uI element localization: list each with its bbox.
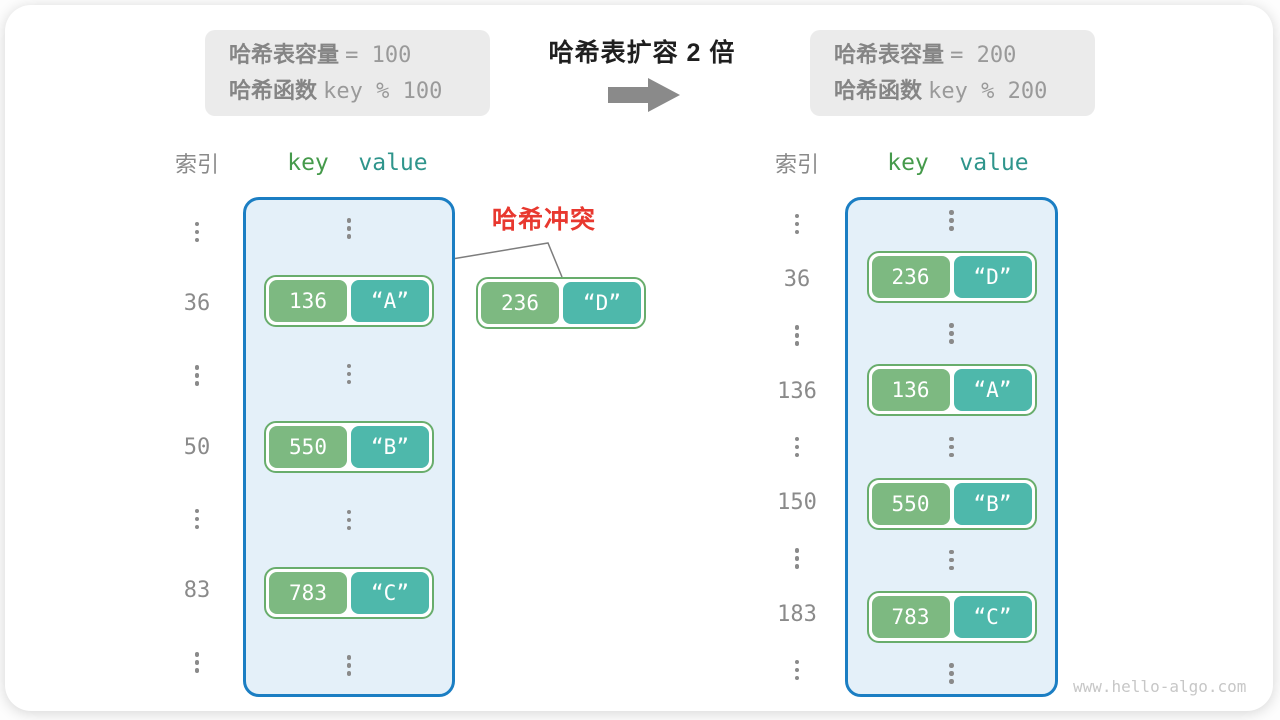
ellipsis-icon [949, 549, 954, 571]
capacity-value: = 200 [950, 42, 1017, 68]
index-label: 183 [777, 601, 817, 627]
expand-title: 哈希表扩容 2 倍 [548, 39, 736, 67]
right-value-header: value [959, 150, 1029, 176]
ellipsis-icon [949, 323, 954, 344]
hash-function-value: key % 100 [323, 78, 443, 104]
right-arrow-icon [608, 78, 680, 112]
ellipsis-icon [194, 221, 200, 242]
hash-collision-label: 哈希冲突 [492, 206, 597, 234]
pair-136-A: 136 “A” [264, 275, 434, 328]
ellipsis-icon [794, 659, 800, 681]
ellipsis-icon [949, 436, 954, 458]
right-index-header: 索引 [774, 152, 819, 177]
hash-function-label: 哈希函数 [834, 77, 923, 103]
left-value-header: value [358, 150, 428, 176]
index-label: 36 [183, 291, 211, 316]
watermark: www.hello-algo.com [1073, 677, 1247, 696]
left-index-column: 36 50 83 [167, 197, 227, 697]
capacity-box-after: 哈希表容量 = 200 哈希函数 key % 200 [810, 30, 1095, 116]
capacity-line: 哈希表容量 = 200 [834, 40, 1095, 71]
hash-function-line: 哈希函数 key % 100 [229, 76, 490, 107]
key-cell: 550 [269, 425, 347, 468]
ellipsis-icon [794, 213, 800, 235]
index-label: 50 [183, 434, 211, 460]
key-cell: 236 [481, 282, 559, 324]
pair-783-C: 783 “C” [264, 566, 434, 619]
value-cell: “B” [953, 482, 1032, 525]
index-label: 36 [783, 267, 811, 293]
pair-550-B: 550 “B” [264, 420, 434, 473]
ellipsis-icon [794, 436, 800, 458]
right-key-header: key [887, 150, 929, 176]
hash-function-value: key % 200 [928, 78, 1048, 104]
capacity-label: 哈希表容量 [834, 41, 945, 67]
key-cell: 550 [871, 482, 950, 525]
pair-783-C: 783 “C” [866, 590, 1037, 643]
ellipsis-icon [194, 365, 200, 386]
pair-236-D: 236 “D” [866, 251, 1037, 304]
value-cell: “D” [563, 282, 641, 324]
index-label: 136 [777, 378, 817, 404]
ellipsis-icon [194, 652, 200, 673]
ellipsis-icon [346, 218, 352, 239]
key-cell: 783 [871, 595, 950, 638]
ellipsis-icon [346, 509, 352, 531]
ellipsis-icon [346, 363, 352, 385]
ellipsis-icon [794, 548, 800, 569]
index-label: 83 [183, 578, 211, 603]
pair-136-A: 136 “A” [866, 364, 1037, 417]
diagram-card [5, 5, 1273, 711]
value-cell: “C” [351, 571, 429, 614]
left-key-header: key [287, 150, 329, 176]
value-cell: “A” [351, 280, 429, 323]
capacity-label: 哈希表容量 [229, 41, 340, 67]
key-cell: 136 [269, 280, 347, 323]
ellipsis-icon [194, 508, 200, 529]
value-cell: “B” [351, 425, 429, 468]
ellipsis-icon [346, 655, 352, 676]
ellipsis-icon [949, 210, 954, 231]
key-cell: 236 [871, 256, 950, 299]
left-bucket-array: 136 “A” 550 “B” 783 “C” [243, 197, 455, 697]
capacity-line: 哈希表容量 = 100 [229, 40, 490, 71]
capacity-value: = 100 [345, 42, 412, 68]
capacity-box-before: 哈希表容量 = 100 哈希函数 key % 100 [205, 30, 490, 116]
value-cell: “D” [953, 256, 1032, 299]
pair-236-D-colliding: 236 “D” [476, 277, 646, 329]
index-label: 150 [777, 490, 817, 516]
left-index-header: 索引 [174, 152, 219, 177]
value-cell: “A” [953, 369, 1032, 412]
pair-550-B: 550 “B” [866, 477, 1037, 530]
right-bucket-array: 236 “D” 136 “A” 550 “B” 783 “C” [845, 197, 1058, 697]
key-cell: 136 [871, 369, 950, 412]
key-cell: 783 [269, 571, 347, 614]
value-cell: “C” [953, 595, 1032, 638]
hash-function-label: 哈希函数 [229, 77, 318, 103]
hash-function-line: 哈希函数 key % 200 [834, 76, 1095, 107]
ellipsis-icon [794, 325, 800, 346]
ellipsis-icon [949, 663, 954, 684]
right-index-column: 36 136 150 183 [767, 197, 827, 697]
